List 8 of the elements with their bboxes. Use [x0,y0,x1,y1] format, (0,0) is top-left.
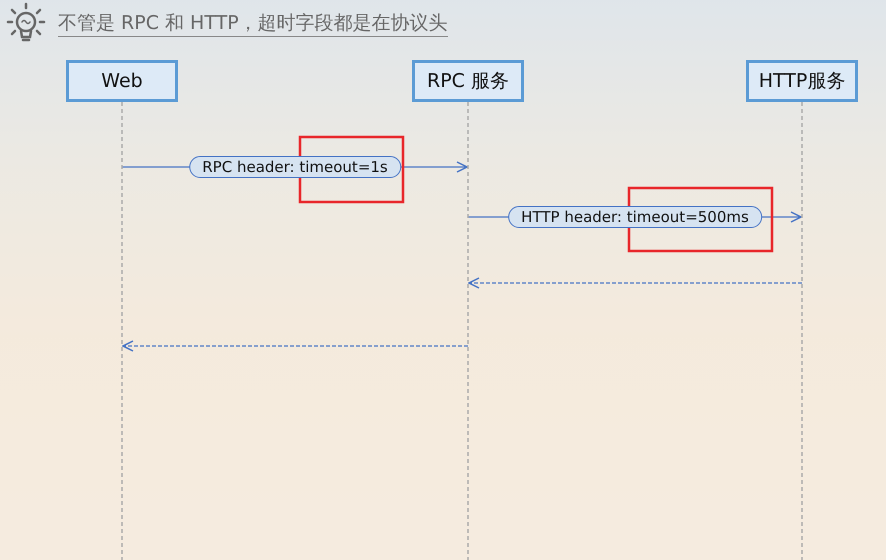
participant-box: Web [66,60,178,102]
participant-box: RPC 服务 [412,60,524,102]
message-arrow [468,277,802,289]
message-arrow [122,340,468,352]
message-label: HTTP header: timeout=500ms [508,206,762,228]
title: 不管是 RPC 和 HTTP，超时字段都是在协议头 [58,10,448,37]
message-label: RPC header: timeout=1s [189,156,401,178]
participant-box: HTTP服务 [746,60,858,102]
